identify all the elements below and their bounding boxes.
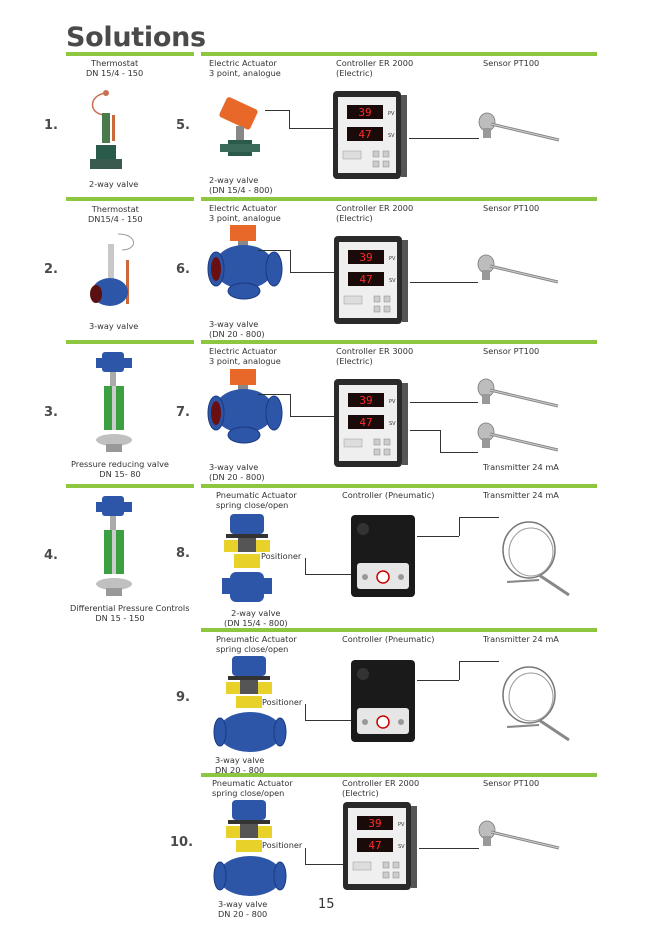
item-number: 9. (176, 690, 190, 705)
sensor-pt100-image (476, 253, 560, 284)
controller-label: Controller ER 3000(Electric) (336, 346, 414, 366)
controller-er2000-image (332, 90, 408, 180)
controller-er2000-image (342, 801, 418, 891)
transmitter-image (476, 421, 560, 452)
section-rule (201, 340, 597, 344)
pneumatic-actuator-3way-image (213, 656, 287, 752)
item-number: 8. (176, 546, 190, 561)
pneumatic-controller-image (350, 514, 416, 598)
item-number: 4. (44, 548, 58, 563)
valve-caption: 3-way valve(DN 20 - 800) (209, 462, 265, 482)
controller-er2000-image (333, 235, 409, 325)
electric-actuator-3way-image (207, 224, 283, 300)
pneumatic-actuator-2way-image (222, 514, 272, 602)
electric-actuator-3way-image (207, 368, 283, 444)
pneumatic-actuator-3way-image (213, 800, 287, 896)
controller-label: Controller ER 2000(Electric) (336, 58, 414, 78)
electric-actuator-2way-image (219, 97, 260, 156)
valve-caption: 3-way valve(DN 20 - 800) (209, 319, 265, 339)
item-number: 1. (44, 118, 58, 133)
positioner-label: Positioner (262, 840, 303, 850)
section-rule (66, 484, 194, 488)
differential-pressure-control-image (96, 496, 132, 596)
section-rule (201, 628, 597, 632)
transmitter-probe-image (501, 520, 571, 597)
item-number: 2. (44, 262, 58, 277)
item-number: 10. (170, 835, 194, 850)
controller-label: Controller (Pneumatic) (342, 634, 435, 644)
section-rule (201, 52, 597, 56)
sensor-pt100-image (477, 819, 561, 850)
valve-caption: 2-way valve(DN 15/4 - 800) (224, 608, 288, 628)
thermostat-3way-valve-image (90, 233, 134, 306)
section-rule (201, 197, 597, 201)
sensor-label: Sensor PT100 (483, 58, 540, 68)
positioner-label: Positioner (262, 697, 303, 707)
controller-label: Controller (Pneumatic) (342, 490, 435, 500)
sensor-label: Sensor PT100 (483, 346, 540, 356)
controller-label: Controller ER 2000(Electric) (336, 203, 414, 223)
pneumatic-controller-image (350, 659, 416, 743)
thermostat-2way-valve-image (90, 90, 122, 169)
controller-label: Controller ER 2000(Electric) (342, 778, 420, 798)
section-rule (66, 340, 194, 344)
section-rule (201, 773, 597, 777)
sensor-pt100-image (477, 111, 561, 142)
item-number: 5. (176, 118, 190, 133)
page-number: 15 (318, 897, 335, 912)
left-item-2-caption: 3-way valve (89, 321, 139, 331)
section-rule (66, 197, 194, 201)
section-rule (66, 52, 194, 56)
page-title: Solutions (66, 22, 206, 53)
controller-er3000-image (333, 378, 409, 468)
transmitter-probe-image (501, 665, 571, 742)
item-number: 6. (176, 262, 190, 277)
valve-caption: 2-way valve(DN 15/4 - 800) (209, 175, 273, 195)
sensor-pt100-image (476, 377, 560, 408)
transmitter-label: Transmitter 24 mA (483, 462, 559, 472)
sensor-label: Sensor PT100 (483, 203, 540, 213)
left-item-1-caption: 2-way valve (89, 179, 139, 189)
positioner-label: Positioner (261, 551, 302, 561)
sensor-label: Transmitter 24 mA (483, 634, 559, 644)
sensor-label: Sensor PT100 (483, 778, 540, 788)
section-rule (201, 484, 597, 488)
pressure-reducing-valve-image (96, 352, 132, 452)
sensor-label: Transmitter 24 mA (483, 490, 559, 500)
item-number: 7. (176, 405, 190, 420)
item-number: 3. (44, 405, 58, 420)
